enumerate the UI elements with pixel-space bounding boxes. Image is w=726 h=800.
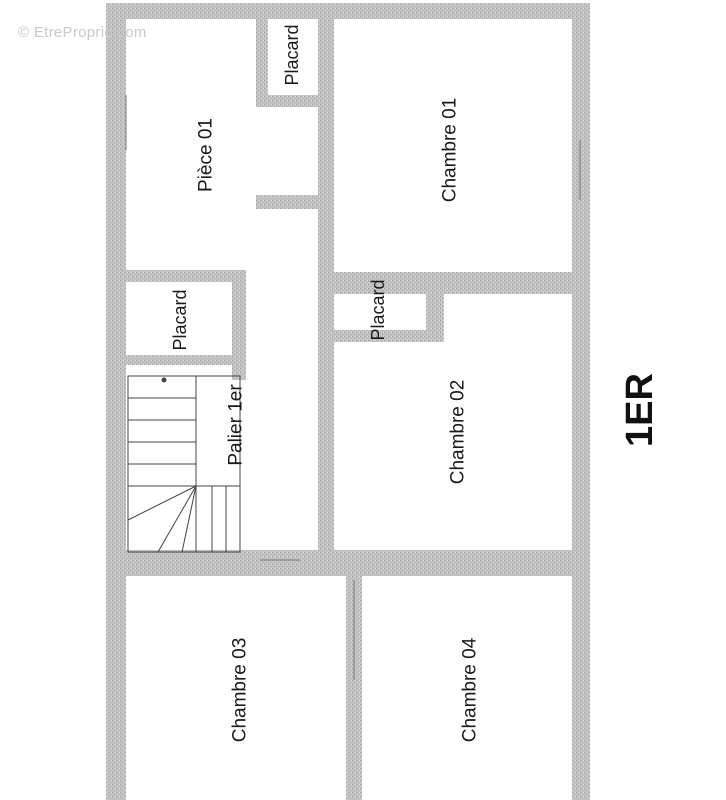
- wall-bottom-divider: [346, 576, 362, 800]
- room-label-placard-top: Placard: [282, 24, 302, 86]
- interior-palier: [246, 209, 318, 550]
- room-label-chambre-04: Chambre 04: [459, 637, 481, 743]
- wall-outer-left: [106, 3, 126, 800]
- wall-placard-left-top: [120, 270, 240, 282]
- watermark: © EtreProprio.com: [18, 24, 147, 41]
- wall-placard-left-bottom: [120, 355, 232, 365]
- room-interiors: [126, 19, 572, 800]
- wall-center-lower: [318, 290, 334, 562]
- stair-winder: [127, 485, 197, 521]
- openings: [125, 95, 581, 680]
- wall-piece01-step: [246, 195, 318, 209]
- wall-middle-horizontal: [106, 550, 590, 576]
- wall-placard-top-bottom: [256, 95, 330, 107]
- room-label-placard-left: Placard: [170, 289, 190, 351]
- interior-piece01-ext: [256, 107, 318, 195]
- wall-outer-top: [106, 3, 590, 19]
- interior-chambre04: [362, 576, 572, 800]
- room-label-piece-01: Pièce 01: [195, 118, 217, 192]
- interior-placard-top: [268, 19, 318, 95]
- stair-winder: [157, 485, 197, 553]
- wall-outer-right: [572, 3, 590, 800]
- interior-chambre02-top: [444, 294, 572, 342]
- interior-chambre02: [334, 342, 572, 550]
- interior-placard-mid: [334, 294, 426, 330]
- wall-chambre01-bottom: [318, 272, 580, 294]
- wall-placard-mid-bottom: [330, 330, 444, 342]
- stair-winder: [181, 485, 197, 553]
- room-label-palier: Palier 1er: [225, 384, 247, 466]
- wall-center-upper: [318, 3, 334, 273]
- room-label-chambre-02: Chambre 02: [447, 379, 469, 485]
- wall-placard-top-left: [256, 3, 268, 103]
- interior-chambre03: [126, 576, 346, 800]
- interior-piece01: [126, 19, 256, 270]
- room-label-placard-mid: Placard: [368, 279, 388, 341]
- interior-chambre01: [334, 19, 572, 272]
- room-label-chambre-01: Chambre 01: [439, 97, 461, 203]
- wall-placard-mid-right: [426, 290, 444, 340]
- stair-arrow-dot: [161, 377, 167, 383]
- staircase: [127, 375, 241, 553]
- room-label-chambre-03: Chambre 03: [229, 637, 251, 743]
- interior-placard-left: [126, 282, 232, 355]
- floor-label: 1ER: [619, 373, 661, 447]
